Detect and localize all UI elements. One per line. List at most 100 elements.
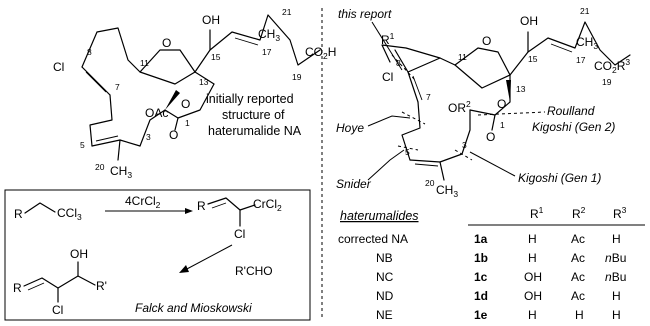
left-cl-label: Cl xyxy=(53,60,64,74)
right-num-3: 3 xyxy=(462,140,467,150)
table-row: NC 1c OH Ac nBu xyxy=(376,270,626,284)
left-chain-c8-c7 xyxy=(81,66,111,96)
left-num-5: 5 xyxy=(80,140,85,150)
intermediate-crcl2: CrCl2 xyxy=(253,197,282,213)
reagent-1: 4CrCl2 xyxy=(125,194,161,210)
table-row: ND 1d OH Ac H xyxy=(376,289,621,303)
left-num-1: 1 xyxy=(185,118,190,128)
right-cl-label: Cl xyxy=(382,70,393,84)
left-ring-oxygen: O xyxy=(162,36,171,50)
right-oh-label: OH xyxy=(520,14,538,28)
left-c5-c4-c3 xyxy=(91,139,141,147)
row-compound: 1d xyxy=(474,289,488,303)
this-report-pointer xyxy=(371,21,403,71)
left-carbonyl-bond xyxy=(174,117,179,131)
right-num-19: 19 xyxy=(602,77,612,87)
row-r1: OH xyxy=(524,270,542,284)
disconnection-annotations: this report Hoye Snider Roulland Kigoshi… xyxy=(336,7,615,191)
right-ester-wedge xyxy=(506,80,511,102)
left-ch3-label: CH3 xyxy=(258,27,280,43)
intermediate-double-bond xyxy=(211,202,227,209)
left-num-20: 20 xyxy=(95,162,105,172)
intermediate-skeleton xyxy=(207,197,256,211)
header-r2: R2 xyxy=(572,205,586,221)
right-c7-double-bond xyxy=(412,75,423,101)
left-num-21: 21 xyxy=(282,7,292,17)
right-ch3-20-label: CH3 xyxy=(436,183,458,199)
right-c8-c7 xyxy=(407,71,419,103)
row-r3: H xyxy=(612,289,621,303)
left-c7-double-bond xyxy=(85,71,107,93)
left-methyl-20 xyxy=(117,139,121,161)
right-co2r3-label: CO2R3 xyxy=(594,57,630,75)
left-c13-link xyxy=(194,71,215,85)
table-row: NE 1e H H H xyxy=(376,308,621,322)
left-co2h-label: CO2H xyxy=(305,45,336,61)
row-r2: H xyxy=(575,308,584,322)
left-chain-c7-c5 xyxy=(89,94,113,147)
product-r-prime: R' xyxy=(96,279,107,293)
right-num-11: 11 xyxy=(458,52,467,62)
right-carbonyl-bond xyxy=(491,114,496,131)
left-oac-label: OAc xyxy=(145,106,168,120)
hoye-pointer xyxy=(367,115,411,127)
row-name: corrected NA xyxy=(338,232,408,246)
right-num-1: 1 xyxy=(500,120,505,130)
label-kigoshi-gen2: Kigoshi (Gen 2) xyxy=(532,120,615,134)
row-r2: Ac xyxy=(571,232,585,246)
right-thf-ring xyxy=(454,47,511,89)
hoye-cut xyxy=(401,111,426,125)
row-r3: nBu xyxy=(605,270,626,284)
row-r2: Ac xyxy=(571,270,585,284)
left-oh-label: OH xyxy=(202,13,220,27)
start-skeleton xyxy=(24,202,56,214)
right-c9-c8 xyxy=(407,57,441,73)
right-num-8: 8 xyxy=(396,58,401,68)
left-c16-double-bond xyxy=(234,37,259,46)
row-r3: H xyxy=(612,308,621,322)
arrow-1-head xyxy=(185,208,193,214)
row-name: NB xyxy=(376,251,393,265)
row-name: ND xyxy=(376,289,394,303)
caption-line-2: structure of xyxy=(222,108,285,122)
product-r: R xyxy=(13,281,22,295)
start-r: R xyxy=(14,207,23,221)
right-c5-double-bond xyxy=(414,163,439,167)
right-side-chain xyxy=(509,21,631,76)
right-num-17: 17 xyxy=(576,55,586,65)
table-row: NB 1b H Ac nBu xyxy=(376,251,626,265)
product-oh: OH xyxy=(70,247,88,261)
corrected-structure: R1 Cl O OH CH3 CO2R3 OR2 O O CH3 8 7 5 2… xyxy=(381,6,631,199)
haterumalides-table: haterumalides R1 R2 R3 corrected NA 1a H… xyxy=(338,205,645,322)
header-r1: R1 xyxy=(530,205,544,221)
right-num-5: 5 xyxy=(405,147,410,157)
left-ester-oxygen: O xyxy=(181,97,190,111)
left-thf-ring xyxy=(139,49,196,85)
left-num-17: 17 xyxy=(262,47,272,57)
right-ring-oxygen: O xyxy=(482,34,491,48)
row-r2: Ac xyxy=(571,289,585,303)
right-num-20: 20 xyxy=(425,178,435,188)
right-or2-label: OR2 xyxy=(448,99,471,115)
right-ch3-label: CH3 xyxy=(576,35,598,51)
credit-text: Falck and Mioskowski xyxy=(135,301,252,315)
left-side-chain xyxy=(194,14,321,73)
row-r1: H xyxy=(528,251,537,265)
row-r1: H xyxy=(528,308,537,322)
row-compound: 1a xyxy=(474,232,488,246)
intermediate-r: R xyxy=(197,199,206,213)
arrow-2 xyxy=(184,244,233,271)
snider-pointer xyxy=(367,149,405,181)
left-carbonyl-oxygen: O xyxy=(169,128,178,142)
right-chain-top xyxy=(381,44,456,66)
right-num-13: 13 xyxy=(516,84,526,94)
row-name: NE xyxy=(376,308,393,322)
row-r2: Ac xyxy=(571,251,585,265)
product-cl: Cl xyxy=(52,303,63,317)
label-kigoshi-gen1: Kigoshi (Gen 1) xyxy=(518,171,601,185)
row-r3: nBu xyxy=(605,251,626,265)
left-num-8: 8 xyxy=(87,47,92,57)
initially-reported-structure: Cl O OH CH3 CO2H OAc O O CH3 8 7 5 20 3 … xyxy=(53,7,336,180)
left-lactone xyxy=(164,83,215,119)
